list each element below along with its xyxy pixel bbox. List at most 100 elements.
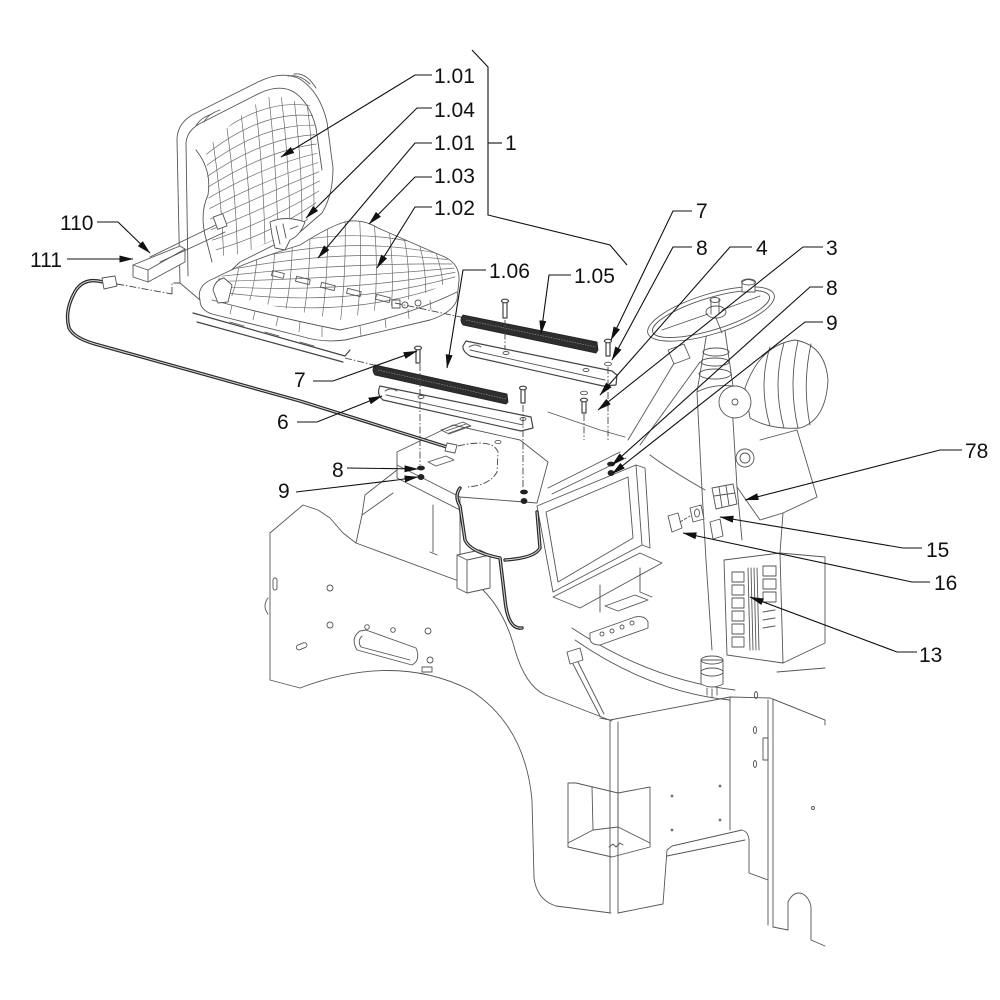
leader-line [376,206,432,269]
leader-line [599,246,752,396]
bolt-head-icon [500,298,510,304]
seat-mounting-hardware [344,298,618,504]
panel-cutout-inner [358,635,411,661]
leader-line [744,449,962,501]
seat-grid-line [208,195,320,253]
panel-hole [426,656,434,664]
switch-16 [667,512,683,533]
callout-label: 1.02 [434,197,475,220]
seat-grid-line [373,225,377,313]
seat-grid-line [403,236,410,300]
washer-icon [580,390,588,396]
seat-grid-line [254,98,266,252]
callout-label: 9 [826,312,838,335]
seat-grid-line [216,267,455,282]
callout-label: 8 [826,277,838,300]
seat-hardware [414,299,422,307]
leader-line [305,107,432,219]
panel-hole [390,627,396,633]
rear-panel [361,492,394,516]
left-side-panel [269,504,613,722]
leader-line [368,176,432,225]
cushion-roll-ribs [229,299,432,337]
callout-label: 111 [30,249,62,272]
seat-grid-line [215,271,456,289]
connector-111 [101,275,118,290]
right-arch [772,892,826,947]
callout-label: 7 [696,200,708,223]
panel-bump [264,597,269,615]
panel-cutout [353,629,419,666]
battery-frame-inner [545,476,634,583]
leader-line [610,210,692,341]
seat-grid-line [219,255,452,273]
gauge-icon [735,448,755,468]
seat-cable [65,278,499,488]
steering-spoke [661,295,761,334]
step-logo-icon [608,842,624,848]
seat-rail-texture [465,319,597,348]
assembly-label: 1 [505,132,517,155]
frame-post [635,464,651,549]
column-collar [700,357,730,367]
ignition-pins [706,687,718,698]
column-collar [698,368,732,380]
backrest-inner-contour [185,87,323,277]
fuse-box-edge [779,552,784,664]
callout-label: 9 [278,480,290,503]
arm-bracket [667,343,691,365]
switch-15-rocker [694,508,700,518]
foot-step [567,782,651,858]
seat-grid-line [206,114,320,161]
seat-grid-line [215,275,456,299]
lever-ridge [763,340,812,429]
seat-grid-line [207,187,320,242]
seat-grid-line [217,263,454,277]
connector-routing-line [116,282,180,295]
callout-label: 16 [934,572,957,595]
foot-step-inner [567,786,651,844]
steering-column [696,323,734,393]
nut-icon [417,473,425,480]
leader-line [597,246,823,411]
right-panel-top [772,667,826,726]
wheel-arch [299,670,612,914]
bolt-head-icon [603,338,613,344]
seat-grid-line [226,124,238,257]
callout-label: 1.04 [434,99,475,122]
holder-strap [149,221,226,263]
leader-line [611,286,823,466]
lever-pivot [718,385,752,419]
callout-label: 1.01 [434,132,475,155]
seat-grid-line [321,221,328,320]
alignment-line [344,302,466,367]
seat-base-detail [229,321,315,347]
seat-illustration [101,73,460,363]
callout-label: 1.01 [434,65,475,88]
seat-grid-line [206,160,320,212]
callout-label: 7 [294,369,306,392]
seat-cushion [198,220,460,342]
seat-grid-line [306,104,315,216]
bolt-icon [520,388,526,404]
terminal [609,628,615,634]
spinner-knob-top [741,278,756,286]
seat-grid-line [339,220,346,320]
lever-pivot-center [731,398,739,406]
ignition-ring [700,667,724,677]
callout-label: 1.03 [434,165,475,188]
cable-routing-line [457,442,499,488]
terminal-strip [589,616,649,646]
ignition-cylinder [700,659,724,688]
bolt-icon [581,400,587,414]
platform-cutout [427,455,455,467]
ignition-cylinder-top [700,655,724,665]
bracket-slot [384,388,524,426]
terminal [629,620,635,626]
front-box-edge [729,696,774,928]
seat-adjust-lever [212,277,233,304]
seat-grid-line [211,137,225,257]
leader-line [313,350,418,382]
callout-labels: 1.01 1.04 1.01 1.03 1.02 1 110 111 1.06 … [30,65,988,667]
